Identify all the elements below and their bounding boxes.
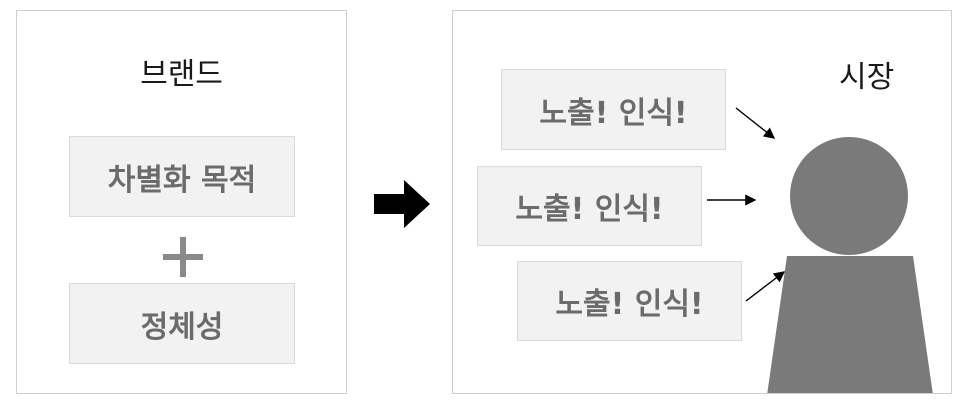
exposure-box: 노출! 인식! (517, 261, 742, 341)
exposure-box: 노출! 인식! (477, 166, 702, 246)
brand-panel: 브랜드 차별화 목적 정체성 (16, 10, 347, 394)
exposure-box: 노출! 인식! (501, 69, 726, 150)
market-panel: 시장 노출! 인식! 노출! 인식! 노출! 인식! (452, 10, 952, 394)
differentiation-box: 차별화 목적 (69, 136, 295, 217)
right-arrow-icon (374, 180, 430, 228)
person-body (767, 256, 933, 393)
arrow-line (735, 107, 776, 139)
market-graphics (707, 107, 933, 393)
person-head (790, 137, 908, 255)
arrow-line (745, 271, 786, 302)
identity-box: 정체성 (69, 283, 295, 364)
market-title: 시장 (839, 60, 895, 95)
plus-icon (163, 237, 203, 277)
brand-title: 브랜드 (140, 57, 223, 92)
